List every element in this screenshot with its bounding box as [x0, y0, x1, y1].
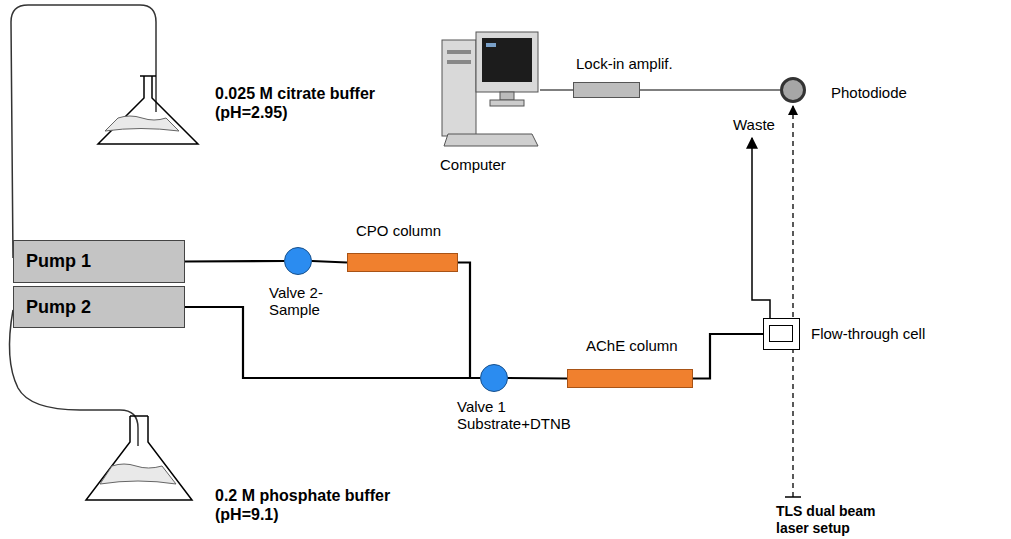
flow-tube: [312, 261, 347, 263]
annotation: TLS dual beam laser setup: [776, 503, 901, 537]
lock-in-box: Lock-in amplif.: [573, 82, 640, 98]
computer-drawing: [440, 30, 540, 150]
computer-icon: Computer: [440, 30, 540, 150]
flow-tube: [508, 377, 567, 380]
node-label: Pump 1: [26, 241, 91, 282]
valve-symbol: Valve 1 Substrate+DTNB: [480, 364, 508, 392]
annotation: 0.025 M citrate buffer (pH=2.95): [215, 84, 410, 122]
signal-wire: [640, 89, 780, 90]
laser-tick: [785, 496, 801, 498]
flow-tube: [693, 334, 763, 379]
node-label: Pump 2: [26, 287, 91, 327]
node-label: CPO column: [356, 222, 441, 239]
pump-box: Pump 1: [13, 240, 185, 283]
node-label: Valve 1 Substrate+DTNB: [457, 398, 582, 432]
node-label: AChE column: [586, 337, 678, 354]
flow-tube: [185, 260, 284, 263]
cell-window: [769, 325, 793, 342]
flow-tube: [185, 307, 480, 378]
node-label: Photodiode: [831, 84, 907, 101]
pump-box: Pump 2: [13, 286, 185, 328]
node-label: Lock-in amplif.: [576, 55, 673, 72]
outlet-label: Waste: [733, 116, 813, 134]
node-label: Valve 2- Sample: [269, 284, 339, 318]
cpo-column: CPO column: [347, 253, 458, 272]
annotation: 0.2 M phosphate buffer (pH=9.1): [215, 486, 425, 524]
flow-tube: [458, 263, 480, 379]
valve-symbol: Valve 2- Sample: [284, 247, 312, 275]
photodiode-symbol: Photodiode: [780, 77, 806, 103]
tube: [11, 5, 156, 258]
flask: [86, 416, 192, 500]
node-label: Flow-through cell: [811, 325, 925, 342]
flow-cell: Flow-through cell: [763, 318, 800, 350]
ache-column: AChE column: [567, 369, 693, 388]
signal-wire: [540, 89, 573, 90]
flask: [98, 76, 198, 144]
waste-line: [752, 138, 770, 318]
laser-beam: [792, 106, 793, 497]
tube: [9, 310, 138, 446]
node-label: Computer: [440, 156, 506, 173]
